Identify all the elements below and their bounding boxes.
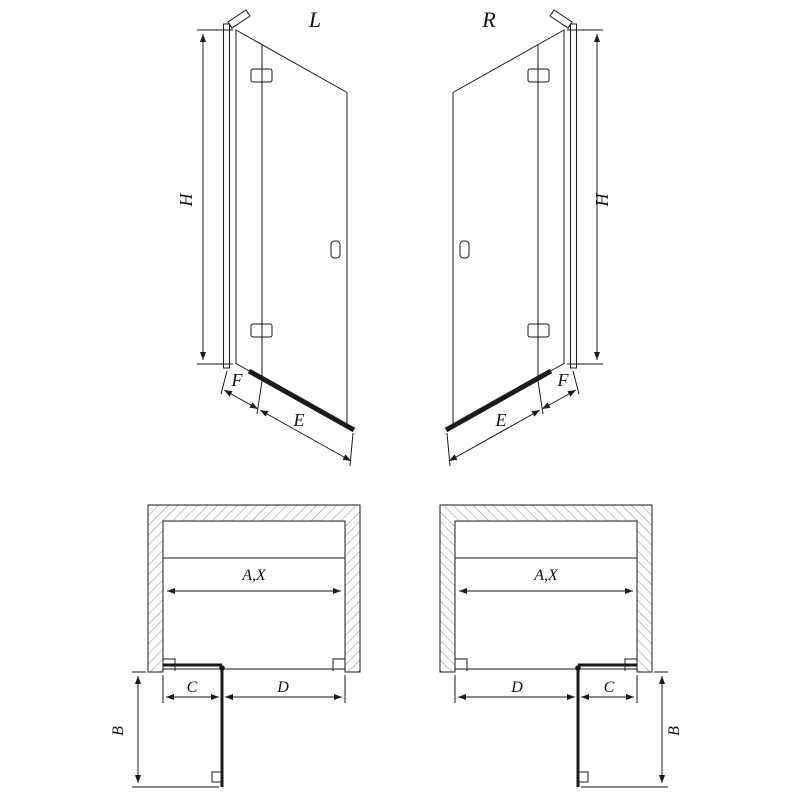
right-d-label: D bbox=[510, 679, 523, 696]
left-height-label: H bbox=[176, 193, 196, 208]
right-c-label: C bbox=[604, 679, 615, 696]
right-b-label: B bbox=[666, 726, 683, 736]
left-variant-label: L bbox=[308, 7, 321, 32]
right-opening-width-label: A,X bbox=[533, 567, 559, 584]
right-fixed-panel-label: F bbox=[557, 370, 570, 390]
left-door-width-label: E bbox=[293, 410, 305, 430]
left-d-label: D bbox=[276, 679, 289, 696]
left-c-label: C bbox=[187, 679, 198, 696]
left-fixed-panel-label: F bbox=[231, 370, 244, 390]
left-b-label: B bbox=[110, 726, 127, 736]
right-variant-label: R bbox=[481, 7, 496, 32]
right-door-width-label: E bbox=[495, 410, 507, 430]
left-opening-width-label: A,X bbox=[241, 567, 267, 584]
right-height-label: H bbox=[592, 193, 612, 208]
labels: L R H F E H F E A,X C D B A,X D C B bbox=[110, 7, 683, 736]
